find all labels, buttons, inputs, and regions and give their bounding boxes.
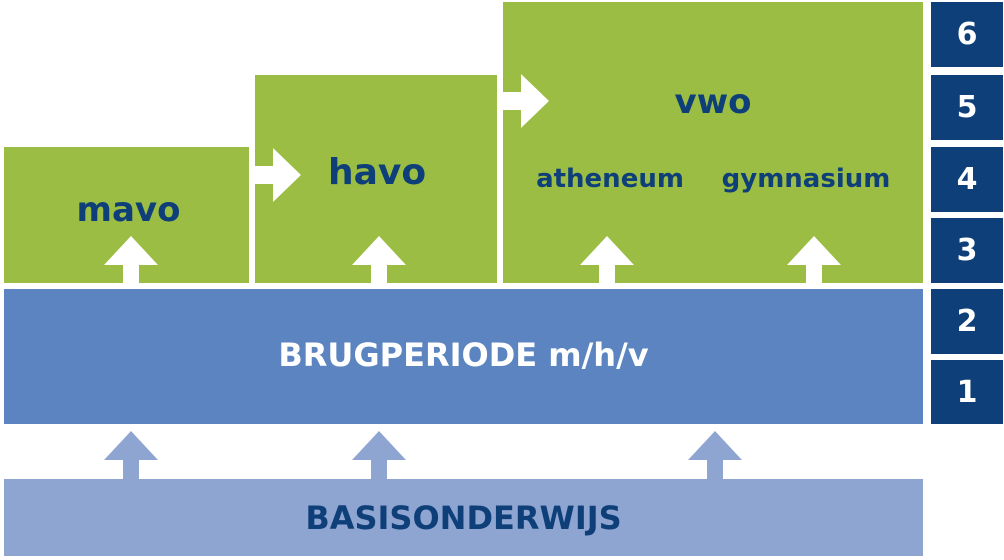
havo-label: havo xyxy=(327,152,427,193)
vwo-box xyxy=(503,2,923,283)
mavo-up-arrow-icon xyxy=(104,236,158,284)
basis-up-arrow-2-icon xyxy=(352,431,406,479)
basis-up-arrow-1-icon xyxy=(104,431,158,479)
year-3-block: 3 xyxy=(931,218,1003,283)
mavo-to-havo-arrow-icon xyxy=(255,148,301,202)
havo-to-vwo-arrow-icon xyxy=(503,74,549,128)
mavo-label: mavo xyxy=(76,190,181,230)
basisonderwijs-label: BASISONDERWIJS xyxy=(305,499,622,537)
year-5-block: 5 xyxy=(931,75,1003,140)
year-6-block: 6 xyxy=(931,2,1003,67)
gymnasium-label: gymnasium xyxy=(721,164,891,194)
year-2-block: 2 xyxy=(931,289,1003,354)
vwo-label: vwo xyxy=(674,82,752,122)
basis-up-arrow-3-icon xyxy=(688,431,742,479)
basisonderwijs-box xyxy=(4,479,923,556)
gymnasium-up-arrow-icon xyxy=(787,236,841,284)
atheneum-up-arrow-icon xyxy=(580,236,634,284)
havo-up-arrow-icon xyxy=(352,236,406,284)
brugperiode-label: BRUGPERIODE m/h/v xyxy=(278,336,649,374)
year-4-block: 4 xyxy=(931,147,1003,212)
brugperiode-box xyxy=(4,289,923,424)
atheneum-label: atheneum xyxy=(536,164,684,194)
year-1-block: 1 xyxy=(931,360,1003,424)
